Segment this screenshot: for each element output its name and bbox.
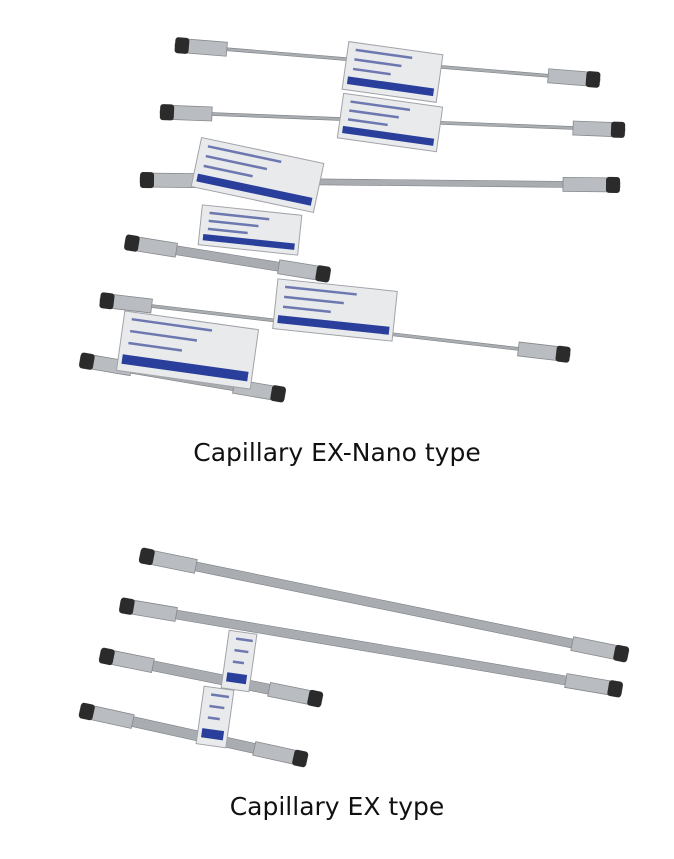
column-fitting xyxy=(110,293,153,314)
label-text-line xyxy=(128,341,183,352)
label-text-line xyxy=(282,305,331,314)
column-label xyxy=(336,92,444,153)
label-text-line xyxy=(232,660,245,665)
column-fitting xyxy=(185,38,228,57)
label-stripe xyxy=(342,125,435,146)
column-nut-icon xyxy=(78,702,95,721)
column-nut-icon xyxy=(613,644,630,663)
label-text-line xyxy=(207,227,248,235)
column-fitting xyxy=(109,650,155,674)
column-nut-icon xyxy=(605,176,621,193)
column-nut-icon xyxy=(607,680,623,698)
column xyxy=(123,234,332,283)
column-fitting xyxy=(151,172,198,188)
column xyxy=(98,647,324,708)
column-fitting xyxy=(130,599,178,622)
column-fitting xyxy=(89,705,135,729)
label-text-line xyxy=(352,67,391,76)
label-text-line xyxy=(129,329,198,342)
column-nut-icon xyxy=(159,104,175,121)
capillary-ex-nano-photo xyxy=(78,37,626,403)
label-text-line xyxy=(349,109,399,119)
label-text-line xyxy=(355,48,413,60)
column xyxy=(78,702,309,768)
column-fitting xyxy=(277,259,320,281)
label-text-line xyxy=(209,704,225,710)
label-text-line xyxy=(209,211,270,221)
column-fitting xyxy=(171,105,213,122)
column-fitting xyxy=(547,68,590,87)
column-nut-icon xyxy=(98,647,115,666)
label-text-line xyxy=(354,58,402,68)
column-label xyxy=(195,685,235,749)
label-text-line xyxy=(347,118,388,127)
column-nut-icon xyxy=(124,234,140,252)
column-nut-icon xyxy=(99,292,115,310)
label-text-line xyxy=(203,164,253,178)
label-text-line xyxy=(285,285,357,296)
column-label xyxy=(341,41,444,103)
label-stripe xyxy=(201,728,225,741)
label-stripe xyxy=(346,76,435,97)
column-tube xyxy=(118,600,624,695)
label-text-line xyxy=(283,295,344,305)
label-text-line xyxy=(350,100,411,112)
label-text-line xyxy=(207,145,282,164)
label-text-line xyxy=(207,716,220,721)
label-text-line xyxy=(205,154,268,171)
label-stripe xyxy=(202,233,295,250)
column-fitting xyxy=(572,120,614,137)
column-nut-icon xyxy=(174,37,190,54)
column xyxy=(138,547,630,663)
column-fitting xyxy=(135,236,178,258)
column-body xyxy=(138,547,630,663)
column-nut-icon xyxy=(139,172,155,189)
column-nut-icon xyxy=(315,265,331,283)
label-stripe xyxy=(121,354,249,382)
column-fitting xyxy=(267,681,313,705)
column-nut-icon xyxy=(292,749,309,768)
column-fitting xyxy=(517,341,560,362)
column-label xyxy=(197,204,303,256)
column-label xyxy=(272,278,398,342)
column-label xyxy=(220,629,258,693)
column-nut-icon xyxy=(119,597,135,615)
label-stripe xyxy=(196,173,313,206)
caption-ex-nano: Capillary EX-Nano type xyxy=(193,438,481,467)
column-nut-icon xyxy=(270,385,286,403)
column-body xyxy=(78,702,309,768)
column-nut-icon xyxy=(610,121,626,138)
column-label xyxy=(190,136,325,214)
column-fitting xyxy=(149,550,198,574)
column-fitting xyxy=(562,177,609,193)
label-text-line xyxy=(235,637,253,643)
label-text-line xyxy=(131,317,213,332)
column-nut-icon xyxy=(307,689,324,708)
column-nut-icon xyxy=(555,345,571,363)
column-body xyxy=(98,647,324,708)
column-tube xyxy=(138,550,630,660)
label-stripe xyxy=(277,315,390,335)
capillary-ex-photo xyxy=(78,547,630,768)
column-fitting xyxy=(570,636,619,660)
column-fitting xyxy=(564,673,612,696)
caption-ex: Capillary EX type xyxy=(229,792,445,821)
label-stripe xyxy=(226,672,248,685)
column-body xyxy=(118,597,624,698)
column xyxy=(118,597,624,698)
column-nut-icon xyxy=(79,352,95,370)
column-nut-icon xyxy=(138,547,155,566)
column-body xyxy=(123,234,332,283)
column-fitting xyxy=(252,741,298,765)
label-text-line xyxy=(234,648,249,654)
label-text-line xyxy=(208,219,259,228)
label-text-line xyxy=(210,693,230,699)
column-label xyxy=(115,310,260,390)
column-nut-icon xyxy=(585,71,601,88)
